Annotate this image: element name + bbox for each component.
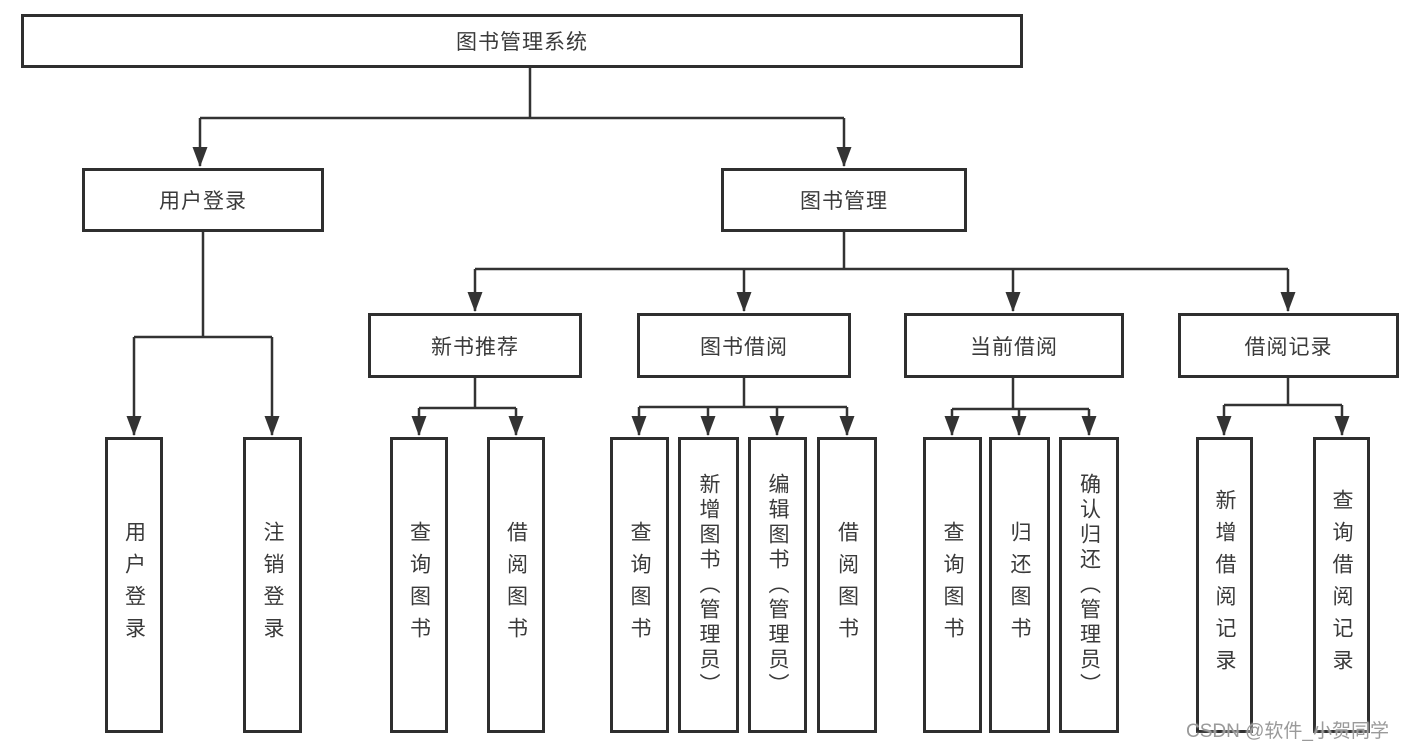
node-label: 图书借阅 [700,335,788,359]
node-label: 用户登录 [159,190,247,213]
node-add-books-admin: 新增图书（管理员） [678,437,739,733]
node-label: 新增借阅记录 [1213,489,1236,681]
node-query-books-current: 查询图书 [923,437,982,733]
edge-skeleton [134,68,1342,411]
node-book-management-module: 图书管理 [721,168,967,232]
node-label: 查询图书 [407,521,431,649]
node-label: 查询图书 [628,521,651,649]
csdn-watermark: CSDN @软件_小贺同学 [1186,721,1389,742]
node-label: 借阅记录 [1244,335,1333,359]
node-label: 图书管理系统 [456,31,588,54]
node-library-management-system: 图书管理系统 [21,14,1023,68]
node-label: 归还图书 [1008,521,1031,649]
node-current-borrowing: 当前借阅 [904,313,1124,378]
node-add-borrow-record: 新增借阅记录 [1196,437,1253,733]
node-borrow-books: 借阅图书 [817,437,877,733]
node-new-book-recommendation: 新书推荐 [368,313,582,378]
node-user-login: 用户登录 [105,437,163,733]
node-logout: 注销登录 [243,437,302,733]
node-label: 新增图书（管理员） [697,472,720,698]
node-book-borrowing: 图书借阅 [637,313,851,378]
node-query-borrow-record: 查询借阅记录 [1313,437,1370,733]
node-label: 查询借阅记录 [1330,489,1353,681]
node-label: 图书管理 [800,190,888,213]
node-label: 用户登录 [122,521,146,649]
node-query-books-recommend: 查询图书 [390,437,448,733]
node-confirm-return-admin: 确认归还（管理员） [1059,437,1119,733]
node-borrow-books-recommend: 借阅图书 [487,437,545,733]
node-label: 借阅图书 [504,521,528,649]
node-query-books-borrow: 查询图书 [610,437,669,733]
node-borrowing-records: 借阅记录 [1178,313,1399,378]
node-label: 编辑图书（管理员） [766,472,789,698]
node-user-login-module: 用户登录 [82,168,324,232]
node-label: 查询图书 [941,521,964,649]
node-label: 确认归还（管理员） [1077,472,1101,698]
node-edit-books-admin: 编辑图书（管理员） [748,437,807,733]
node-label: 借阅图书 [835,521,859,649]
node-return-books: 归还图书 [989,437,1050,733]
node-label: 当前借阅 [970,335,1058,359]
node-label: 注销登录 [261,521,284,649]
node-label: 新书推荐 [431,335,519,359]
